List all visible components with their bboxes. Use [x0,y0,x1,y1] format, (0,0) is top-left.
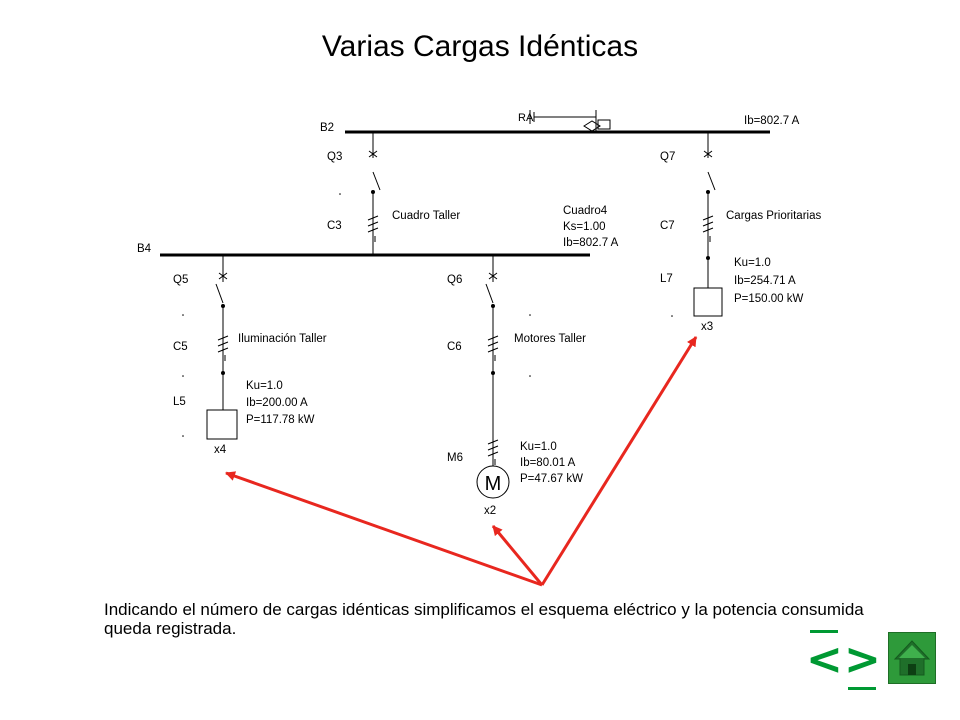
prev-arrow-icon: < [806,634,843,685]
diagram-dots [182,193,673,437]
cuadro4-name: Cuadro4 [563,205,608,217]
next-button[interactable]: > [844,630,881,690]
l7-ib: Ib=254.71 A [734,275,796,287]
l7-ku: Ku=1.0 [734,257,771,269]
cuadro4-ks: Ks=1.00 [563,221,606,233]
prev-button[interactable]: < [806,630,843,690]
busbar-b2-current: Ib=802.7 A [744,115,800,127]
c7-label: C7 [660,220,675,232]
cargas-prioritarias-label: Cargas Prioritarias [726,210,821,222]
feeder-q3: Q3 C3 Cuadro Taller [327,132,460,254]
page-title: Varias Cargas Idénticas [321,30,639,63]
l5-power: P=117.78 kW [246,414,315,426]
arrow-to-m6 [491,525,544,586]
motor-symbol-letter: M [485,473,502,495]
motores-taller-label: Motores Taller [514,333,586,345]
prev-bar [810,630,838,633]
m6-power: P=47.67 kW [520,473,583,485]
m6-label: M6 [447,452,463,464]
cuadro4-info: Cuadro4 Ks=1.00 Ib=802.7 A [563,205,619,249]
busbar-b2: B2 Ib=802.7 A [320,115,800,134]
feeder-q6: M Q6 C6 Motores Taller M6 Ku=1.0 Ib=80.0… [447,255,586,517]
feeder-q5: Q5 C5 Iluminación Taller L5 Ku=1.0 Ib=20… [173,255,327,456]
iluminacion-taller-label: Iluminación Taller [238,333,327,345]
q6-label: Q6 [447,274,462,286]
l5-ib: Ib=200.00 A [246,397,308,409]
busbar-b2-label: B2 [320,122,334,134]
caption-text: Indicando el número de cargas idénticas … [104,600,864,638]
c3-label: C3 [327,220,342,232]
q7-label: Q7 [660,151,675,163]
feeder-q7: Q7 C7 Cargas Prioritarias L7 Ku=1.0 Ib=2… [660,132,821,333]
source-symbol: RA [518,110,611,132]
l5-label: L5 [173,396,186,408]
home-button[interactable] [888,632,936,684]
q5-label: Q5 [173,274,188,286]
highlight-arrows [225,336,698,587]
l5-multiplier: x4 [214,444,227,456]
arrow-to-l7 [540,336,698,586]
l5-ku: Ku=1.0 [246,380,283,392]
home-icon [893,640,931,676]
next-arrow-icon: > [844,634,881,685]
m6-ku: Ku=1.0 [520,441,557,453]
l7-multiplier: x3 [701,321,713,333]
cuadro-taller-label: Cuadro Taller [392,210,460,222]
source-label: RA [518,112,534,124]
m6-multiplier: x2 [484,505,496,517]
q3-label: Q3 [327,151,342,163]
l7-label: L7 [660,273,673,285]
c5-label: C5 [173,341,188,353]
next-bar [848,687,876,690]
busbar-b4: B4 [137,243,590,257]
m6-ib: Ib=80.01 A [520,457,576,469]
cuadro4-ib: Ib=802.7 A [563,237,619,249]
arrow-to-l5 [225,471,543,587]
c6-label: C6 [447,341,462,353]
l7-power: P=150.00 kW [734,293,804,305]
busbar-b4-label: B4 [137,243,152,255]
